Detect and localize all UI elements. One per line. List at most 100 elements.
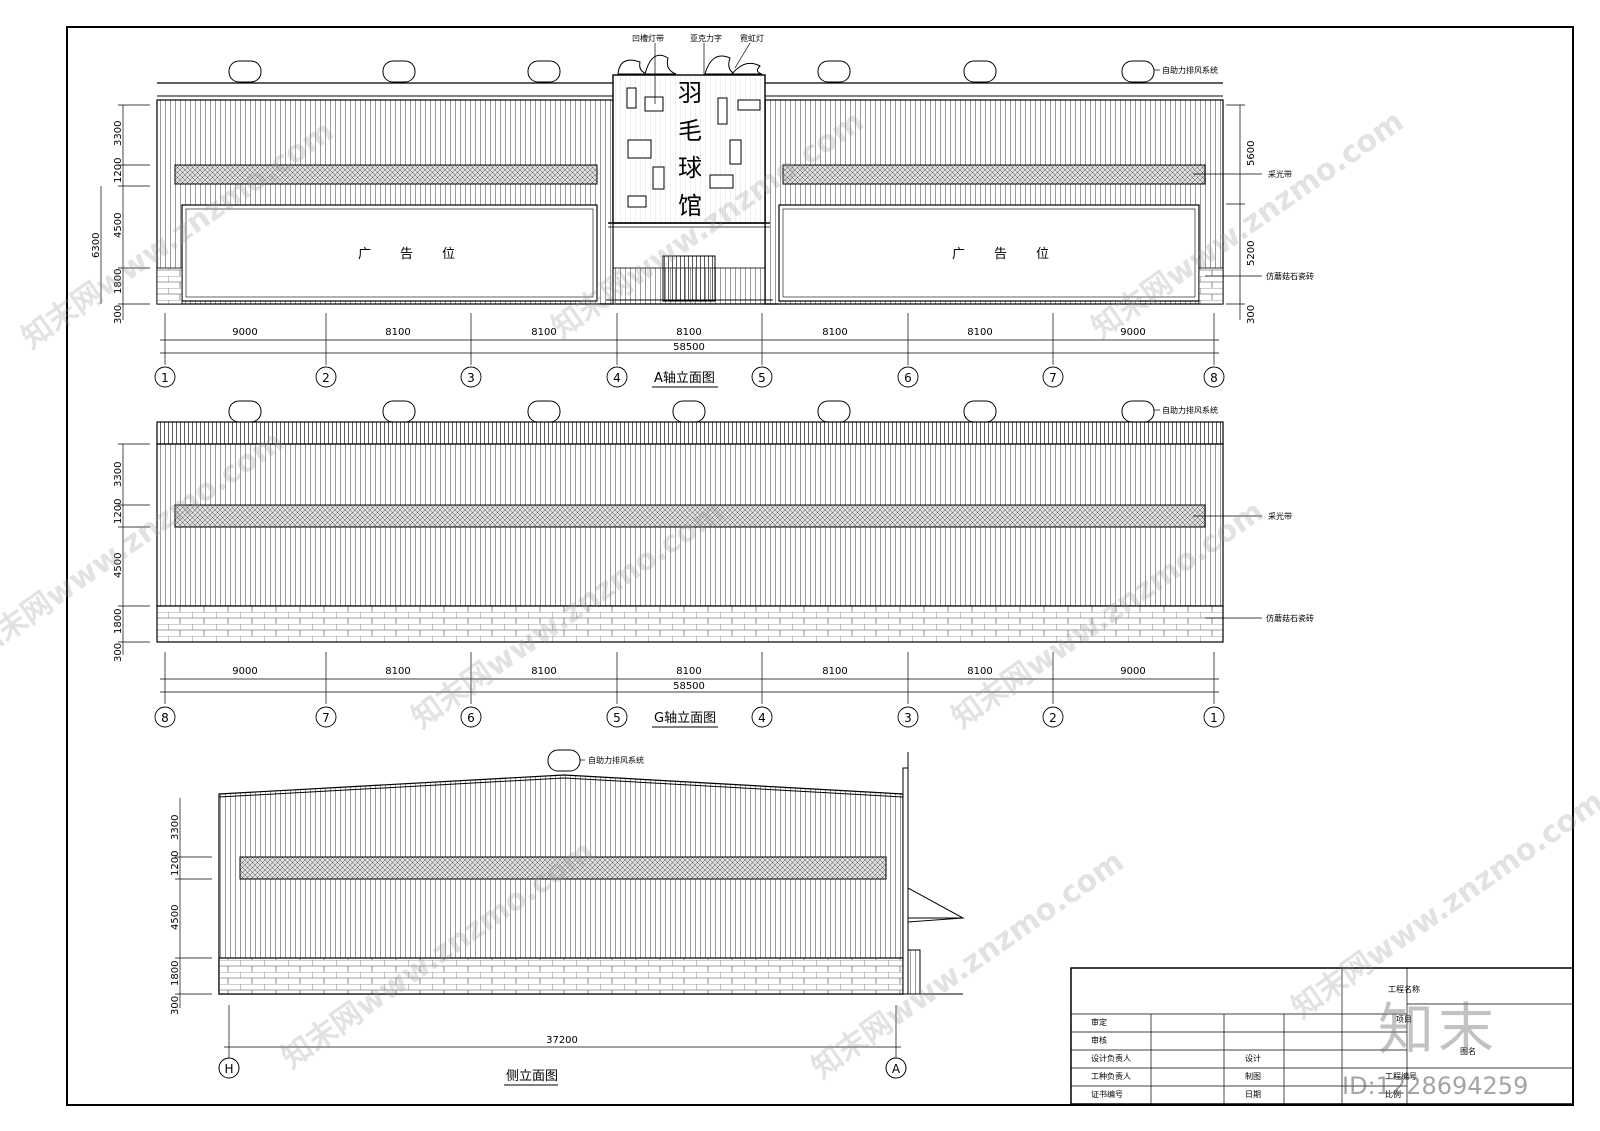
ad-label-right: 广 告 位 <box>952 247 1049 262</box>
ad-panel-left <box>181 204 598 302</box>
side-title: 侧立面图 <box>506 1069 558 1084</box>
watermark-logo: 知末 <box>1378 998 1498 1063</box>
a-axis-title: A轴立面图 <box>654 371 715 386</box>
svg-text:4: 4 <box>613 371 621 385</box>
svg-text:日期: 日期 <box>1245 1090 1261 1099</box>
svg-text:广: 广 <box>358 247 371 262</box>
axis-markers-side: H A <box>218 1057 907 1079</box>
axis-markers-a: 1 2 3 4 5 6 7 8 <box>154 366 1225 388</box>
svg-text:工种负责人: 工种负责人 <box>1091 1071 1131 1081</box>
svg-text:6: 6 <box>904 371 912 385</box>
svg-text:8100: 8100 <box>967 666 992 677</box>
svg-text:8100: 8100 <box>676 666 701 677</box>
ventilator-icons-a <box>228 60 1155 83</box>
svg-text:3300: 3300 <box>113 462 124 487</box>
svg-text:8100: 8100 <box>385 327 410 338</box>
svg-text:4: 4 <box>758 711 766 725</box>
span-dimensions-g: 9000 8100 8100 8100 8100 8100 9000 58500 <box>232 666 1145 692</box>
g-axis-title: G轴立面图 <box>654 711 716 726</box>
svg-text:3300: 3300 <box>170 815 181 840</box>
svg-text:1800: 1800 <box>113 269 124 294</box>
svg-text:1: 1 <box>161 371 169 385</box>
svg-text:仿蘑菇石瓷砖: 仿蘑菇石瓷砖 <box>1266 613 1314 623</box>
svg-text:自助力排风系统: 自助力排风系统 <box>588 755 644 765</box>
svg-text:8100: 8100 <box>822 327 847 338</box>
svg-text:1800: 1800 <box>113 609 124 634</box>
svg-text:采光带: 采光带 <box>1268 511 1292 521</box>
axis-markers-g: 8 7 6 5 4 3 2 1 <box>154 706 1225 728</box>
skylight-band <box>239 856 887 880</box>
svg-text:5200: 5200 <box>1246 241 1257 266</box>
callout-ventilation: 自助力排风系统 <box>1162 65 1218 75</box>
svg-text:8100: 8100 <box>531 327 556 338</box>
svg-text:H: H <box>224 1062 233 1076</box>
svg-text:8: 8 <box>1210 371 1218 385</box>
sign-char: 毛 <box>678 117 702 145</box>
svg-text:4500: 4500 <box>170 905 181 930</box>
svg-text:6: 6 <box>467 711 475 725</box>
svg-text:4500: 4500 <box>113 553 124 578</box>
callout-groove-light: 凹槽灯带 <box>632 33 664 43</box>
side-elevation: 自助力排风系统 3300 1200 4500 1800 300 <box>170 749 965 1086</box>
svg-text:8100: 8100 <box>385 666 410 677</box>
svg-text:工程编号: 工程编号 <box>1385 1071 1417 1081</box>
svg-text:1200: 1200 <box>113 158 124 183</box>
svg-text:自助力排风系统: 自助力排风系统 <box>1162 405 1218 415</box>
svg-text:位: 位 <box>1036 247 1049 262</box>
svg-text:4500: 4500 <box>113 213 124 238</box>
svg-text:设计负责人: 设计负责人 <box>1091 1053 1131 1063</box>
watermark-id: ID:1228694259 <box>1342 1072 1529 1100</box>
side-length-dim: 37200 <box>546 1035 578 1046</box>
svg-text:7: 7 <box>1049 371 1057 385</box>
svg-text:3: 3 <box>467 371 475 385</box>
skylight-band <box>174 164 598 185</box>
svg-text:9000: 9000 <box>1120 327 1145 338</box>
svg-text:审定: 审定 <box>1091 1017 1107 1027</box>
svg-text:设计: 设计 <box>1245 1053 1261 1063</box>
svg-text:8100: 8100 <box>822 666 847 677</box>
svg-text:300: 300 <box>113 305 124 324</box>
svg-text:8100: 8100 <box>531 666 556 677</box>
skylight-band <box>782 164 1206 185</box>
neon-leaf-decoration <box>617 54 763 75</box>
span-dimensions-a: 9000 8100 8100 8100 8100 8100 9000 58500 <box>232 327 1145 353</box>
svg-text:7: 7 <box>322 711 330 725</box>
sign-char: 馆 <box>678 192 702 220</box>
sign-char: 羽 <box>678 79 702 107</box>
svg-text:审核: 审核 <box>1091 1035 1107 1045</box>
svg-text:广: 广 <box>952 247 965 262</box>
svg-text:6300: 6300 <box>91 233 102 258</box>
svg-text:项目: 项目 <box>1396 1015 1412 1024</box>
svg-text:9000: 9000 <box>232 327 257 338</box>
svg-text:58500: 58500 <box>673 342 705 353</box>
svg-text:5: 5 <box>758 371 766 385</box>
ventilator-icons-g <box>228 400 1155 423</box>
svg-text:告: 告 <box>400 247 413 262</box>
svg-text:8: 8 <box>161 711 169 725</box>
ad-label-left: 广 告 位 <box>358 247 455 262</box>
svg-text:300: 300 <box>170 996 181 1015</box>
svg-text:1: 1 <box>1210 711 1218 725</box>
title-block <box>1070 967 1574 1105</box>
svg-text:2: 2 <box>322 371 330 385</box>
svg-text:1200: 1200 <box>113 499 124 524</box>
svg-text:1200: 1200 <box>170 851 181 876</box>
svg-text:9000: 9000 <box>232 666 257 677</box>
sign-char: 球 <box>678 154 702 182</box>
callout-neon-light: 霓虹灯 <box>740 33 764 43</box>
svg-text:证书编号: 证书编号 <box>1091 1089 1123 1099</box>
svg-text:300: 300 <box>1246 305 1257 324</box>
callout-skylight: 采光带 <box>1268 169 1292 179</box>
svg-text:位: 位 <box>442 247 455 262</box>
drawing-frame <box>66 26 1574 1106</box>
ventilator-icon <box>547 749 581 772</box>
svg-text:8100: 8100 <box>967 327 992 338</box>
sign-text: 羽 毛 球 馆 <box>678 79 702 220</box>
title-block-text: 工程名称 项目 图名 审定 审核 设计负责人 工种负责人 证书编号 设计 制图 … <box>1091 984 1476 1099</box>
svg-text:比例: 比例 <box>1385 1089 1401 1099</box>
svg-text:制图: 制图 <box>1245 1071 1261 1081</box>
g-axis-elevation: 自助力排风系统 采光带 仿蘑菇石瓷砖 3300 1200 4500 1800 3… <box>113 400 1314 728</box>
svg-text:告: 告 <box>994 247 1007 262</box>
svg-text:图名: 图名 <box>1460 1046 1476 1056</box>
